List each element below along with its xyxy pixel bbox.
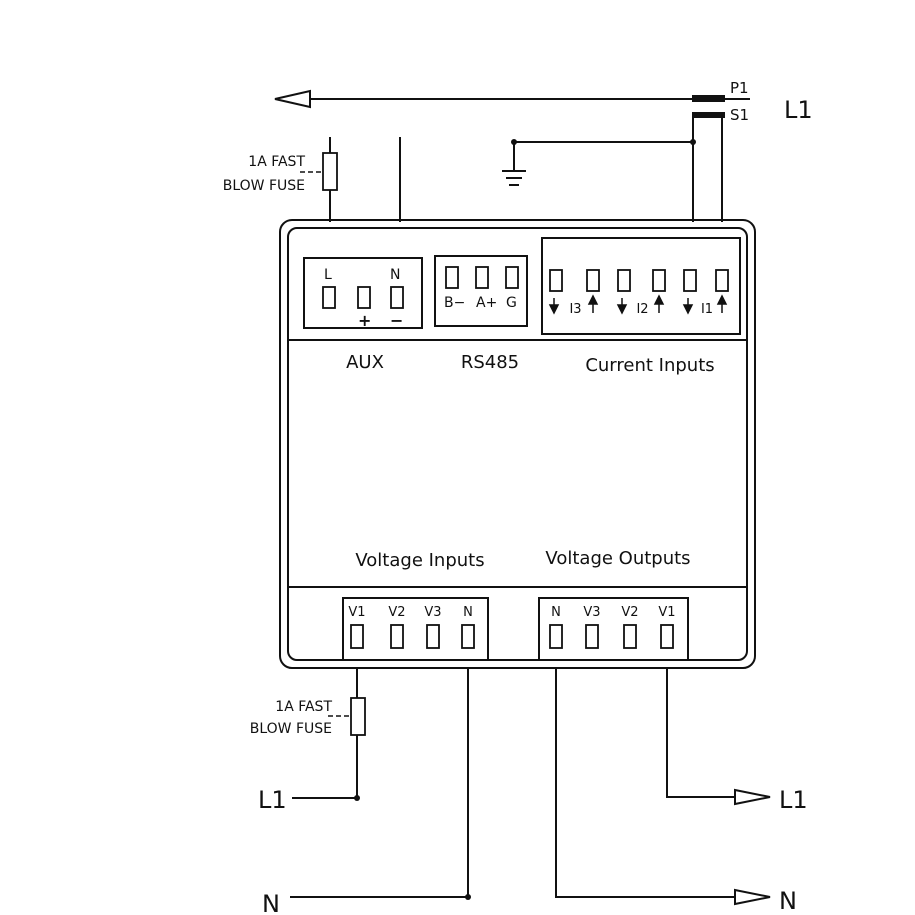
svg-text:+: + xyxy=(358,311,371,330)
svg-text:B−: B− xyxy=(444,295,465,311)
svg-text:V2: V2 xyxy=(388,605,405,620)
arrow-down-icon xyxy=(548,298,560,315)
svg-text:A+: A+ xyxy=(476,295,497,311)
fuse-top-label-2: BLOW FUSE xyxy=(223,178,305,194)
voltage-inputs-block: V1 V2 V3 N xyxy=(342,597,489,661)
current-terminal xyxy=(617,269,631,292)
ct-line-label: L1 xyxy=(784,96,813,124)
svg-text:G: G xyxy=(506,295,517,311)
right-l1-label: L1 xyxy=(779,786,808,814)
current-channel-label: I3 xyxy=(569,302,581,317)
aux-terminal-block: L N + − xyxy=(303,257,423,330)
current-inputs-block: I3 I2 I1 xyxy=(541,237,741,335)
arrow-up-icon xyxy=(716,294,728,313)
voltage-outputs-label: Voltage Outputs xyxy=(545,548,690,569)
svg-text:L: L xyxy=(324,267,332,283)
meter-body xyxy=(279,219,756,669)
ct-s1-label: S1 xyxy=(730,106,749,124)
svg-text:V2: V2 xyxy=(621,605,638,620)
arrow-right-icon xyxy=(734,788,771,806)
fuse-icon xyxy=(350,697,366,736)
svg-text:N: N xyxy=(463,605,473,620)
rs485-label: RS485 xyxy=(461,352,519,373)
svg-text:N: N xyxy=(390,267,400,283)
svg-text:N: N xyxy=(551,605,561,620)
fuse-icon xyxy=(322,152,338,191)
voltage-inputs-label: Voltage Inputs xyxy=(355,550,484,571)
aux-label: AUX xyxy=(346,352,384,373)
rs485-terminal-block: B− A+ G xyxy=(434,255,528,327)
fuse-bottom-label-1: 1A FAST xyxy=(275,699,332,715)
current-terminal xyxy=(652,269,666,292)
right-n-label: N xyxy=(779,887,797,915)
arrow-right-icon xyxy=(734,888,771,906)
arrow-down-icon xyxy=(616,298,628,315)
ground-icon xyxy=(502,142,526,186)
ct-s1-bar xyxy=(692,112,725,118)
svg-text:V3: V3 xyxy=(583,605,600,620)
svg-text:V1: V1 xyxy=(658,605,675,620)
arrow-up-icon xyxy=(587,294,599,313)
current-channel-label: I2 xyxy=(636,302,648,317)
current-terminal xyxy=(549,269,563,292)
left-l1-label: L1 xyxy=(258,786,287,814)
arrow-down-icon xyxy=(682,298,694,315)
svg-text:V3: V3 xyxy=(424,605,441,620)
ct-p1-bar xyxy=(692,95,725,102)
current-channel-label: I1 xyxy=(701,302,713,317)
fuse-bottom-label-2: BLOW FUSE xyxy=(250,721,332,737)
left-n-label: N xyxy=(262,890,280,915)
current-terminal xyxy=(586,269,600,292)
arrow-left-icon xyxy=(274,89,311,109)
current-terminal xyxy=(683,269,697,292)
svg-text:−: − xyxy=(390,311,403,330)
voltage-outputs-block: N V3 V2 V1 xyxy=(538,597,689,661)
fuse-top-label-1: 1A FAST xyxy=(248,154,305,170)
current-inputs-label: Current Inputs xyxy=(585,355,714,376)
arrow-up-icon xyxy=(653,294,665,313)
ct-p1-label: P1 xyxy=(730,79,749,97)
current-terminal xyxy=(715,269,729,292)
svg-text:V1: V1 xyxy=(348,605,365,620)
